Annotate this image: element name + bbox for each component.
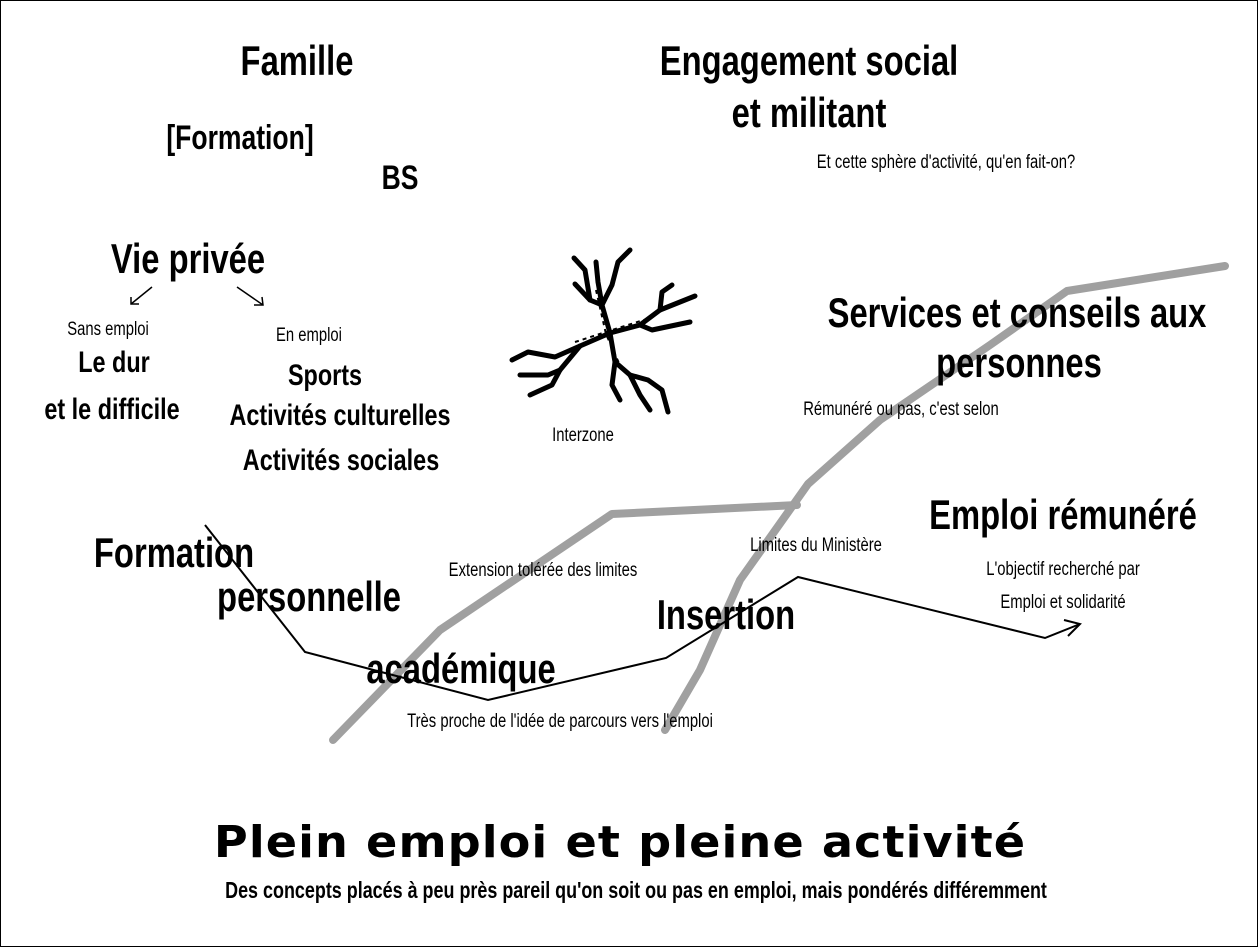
label-famille: Famille: [240, 37, 354, 84]
label-extension: Extension tolérée des limites: [448, 560, 638, 581]
label-engagement-line2: et militant: [731, 89, 887, 136]
label-vie-privee: Vie privée: [110, 235, 266, 282]
label-engagement-note: Et cette sphère d'activité, qu'en fait-o…: [816, 152, 1076, 173]
label-academique: académique: [366, 645, 556, 692]
label-interzone: Interzone: [552, 425, 614, 446]
arrow-en-emploi: [236, 286, 264, 306]
interzone-dashes: [574, 289, 651, 371]
label-formation: Formation: [93, 529, 255, 576]
label-services-line2: personnes: [936, 339, 1102, 386]
label-activites-culturelles: Activités culturelles: [229, 399, 451, 432]
label-et-le-difficile: et le difficile: [44, 393, 180, 426]
footer-subtitle: Des concepts placés à peu près pareil qu…: [225, 877, 1047, 903]
label-personnelle: personnelle: [217, 573, 401, 620]
label-formation-bracket: [Formation]: [166, 119, 314, 157]
label-engagement-line1: Engagement social: [659, 37, 959, 84]
label-limites-ministere: Limites du Ministère: [750, 535, 882, 556]
label-insertion: Insertion: [656, 591, 796, 638]
label-emploi-remunere: Emploi rémunéré: [929, 491, 1197, 538]
footer-title: Plein emploi et pleine activité: [213, 817, 1027, 868]
label-services-line1: Services et conseils aux: [827, 289, 1207, 336]
extension-limit-line: [329, 501, 801, 744]
label-activites-sociales: Activités sociales: [242, 444, 440, 477]
label-sports: Sports: [287, 359, 363, 392]
label-tres-proche: Très proche de l'idée de parcours vers l…: [407, 711, 713, 732]
label-en-emploi: En emploi: [276, 325, 342, 346]
arrow-sans-emploi: [130, 286, 153, 305]
interzone-icon: [509, 247, 698, 415]
pathway-line: [204, 524, 1081, 702]
label-objectif-line2: Emploi et solidarité: [1000, 592, 1126, 613]
label-objectif-line1: L'objectif recherché par: [986, 559, 1140, 580]
label-sans-emploi: Sans emploi: [67, 319, 149, 340]
ministry-limit-line: [661, 262, 1229, 734]
label-le-dur: Le dur: [78, 346, 150, 379]
label-bs: BS: [381, 159, 419, 197]
label-services-note: Rémunéré ou pas, c'est selon: [803, 399, 999, 420]
pathway-arrowhead: [1063, 619, 1082, 637]
